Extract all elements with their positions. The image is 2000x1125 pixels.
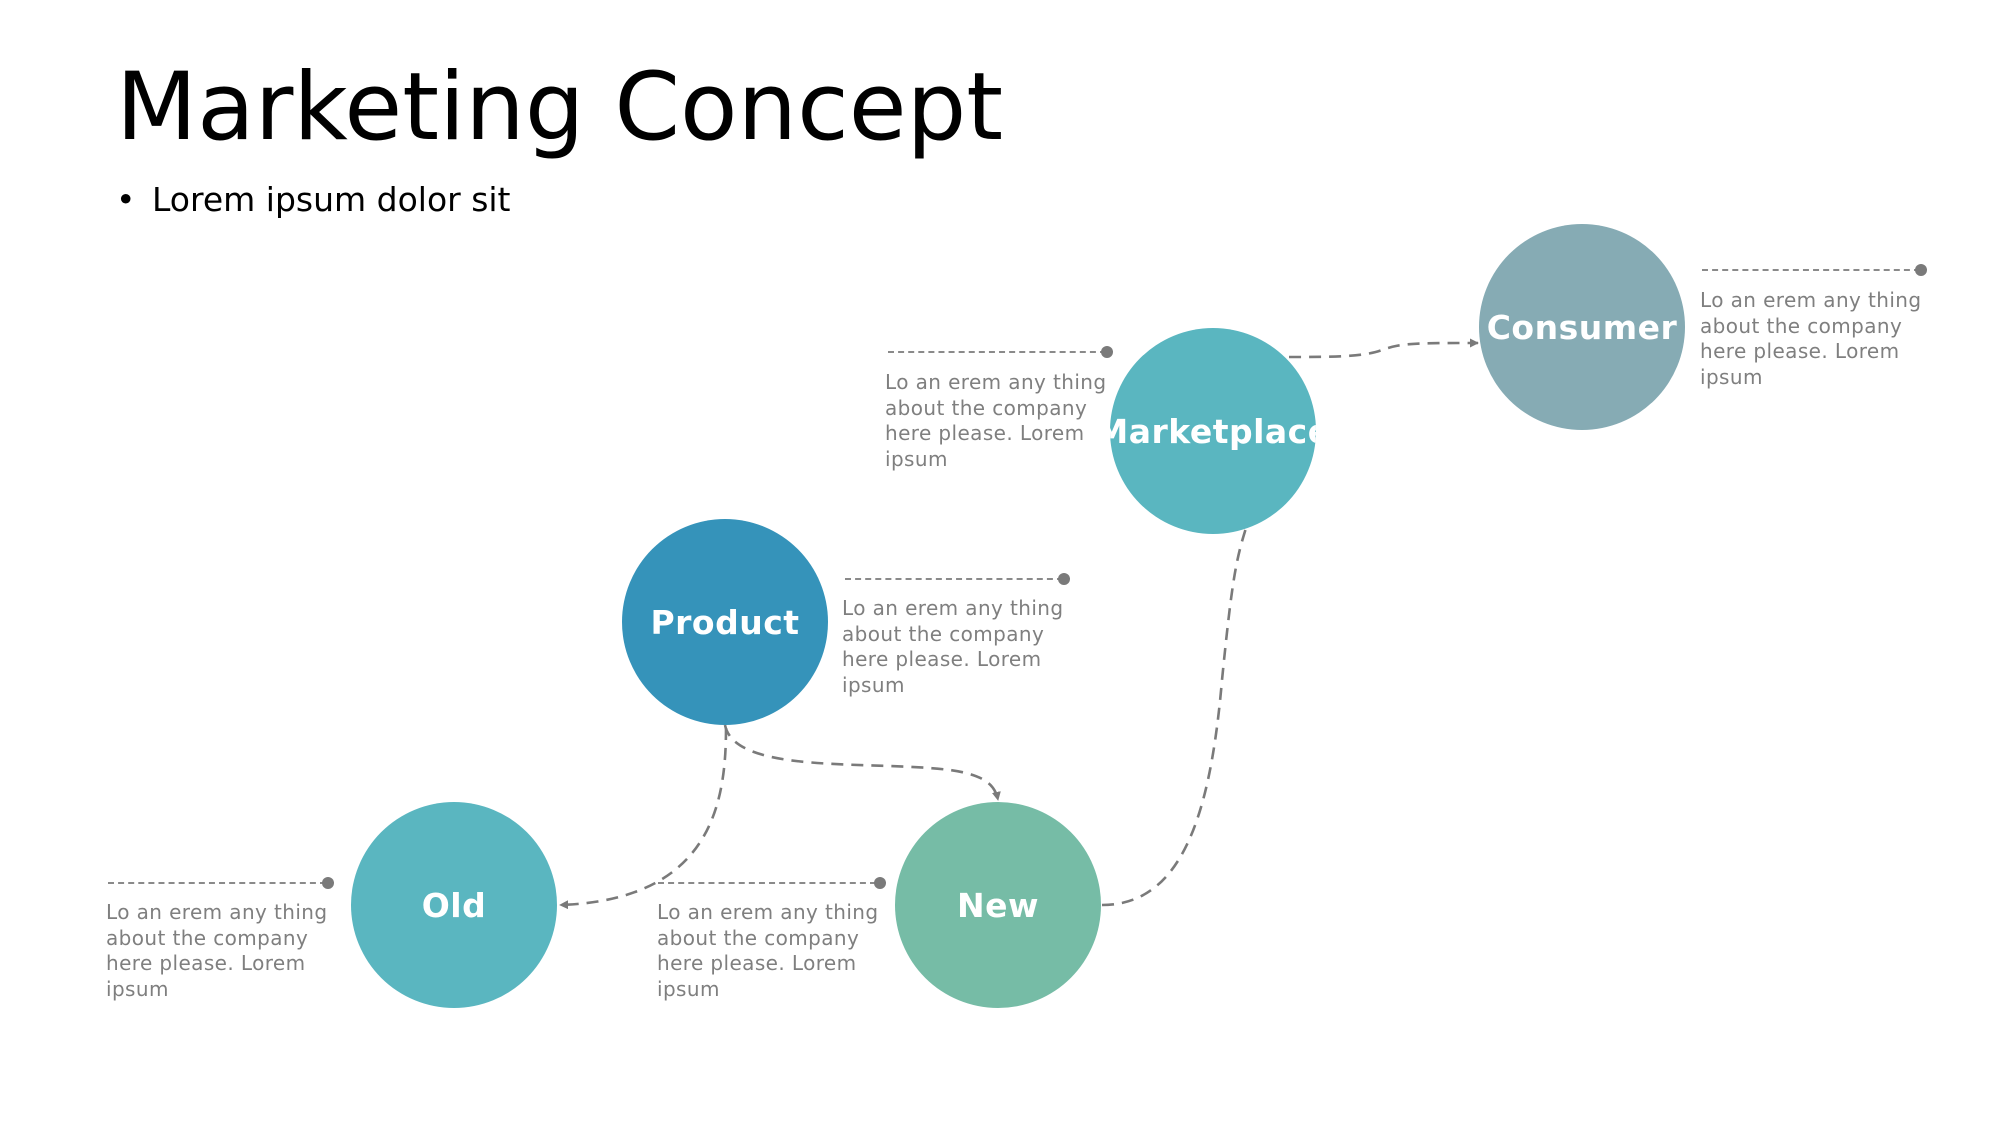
bullet-icon: • bbox=[116, 180, 136, 219]
leader-line-consumer bbox=[1702, 269, 1920, 271]
bullet-item: • Lorem ipsum dolor sit bbox=[116, 180, 511, 219]
node-old: Old bbox=[351, 802, 557, 1008]
callout-product: Lo an erem any thing about the company h… bbox=[842, 596, 1064, 697]
leader-dot-old bbox=[322, 877, 334, 889]
node-marketplace: Marketplace bbox=[1110, 328, 1316, 534]
node-new: New bbox=[895, 802, 1101, 1008]
node-consumer: Consumer bbox=[1479, 224, 1685, 430]
node-label-consumer: Consumer bbox=[1486, 307, 1678, 347]
leader-dot-product bbox=[1058, 573, 1070, 585]
leader-line-product bbox=[845, 578, 1063, 580]
bullet-text: Lorem ipsum dolor sit bbox=[152, 180, 511, 219]
node-label-new: New bbox=[957, 885, 1039, 925]
slide-title: Marketing Concept bbox=[116, 53, 1004, 162]
node-label-product: Product bbox=[650, 602, 800, 642]
connector-product-old bbox=[559, 727, 728, 910]
node-label-marketplace: Marketplace bbox=[1110, 411, 1316, 451]
leader-dot-marketplace bbox=[1101, 346, 1113, 358]
leader-line-new bbox=[658, 882, 876, 884]
connector-new-marketplace bbox=[1101, 527, 1248, 907]
connector-marketplace-consumer bbox=[1288, 338, 1479, 359]
leader-line-marketplace bbox=[888, 351, 1106, 353]
callout-marketplace: Lo an erem any thing about the company h… bbox=[885, 370, 1107, 471]
leader-dot-new bbox=[874, 877, 886, 889]
leader-dot-consumer bbox=[1915, 264, 1927, 276]
callout-new: Lo an erem any thing about the company h… bbox=[657, 900, 879, 1001]
node-product: Product bbox=[622, 519, 828, 725]
node-label-old: Old bbox=[421, 885, 487, 925]
callout-consumer: Lo an erem any thing about the company h… bbox=[1700, 288, 1922, 389]
connector-product-new bbox=[723, 724, 1001, 801]
leader-line-old bbox=[108, 882, 326, 884]
callout-old: Lo an erem any thing about the company h… bbox=[106, 900, 328, 1001]
